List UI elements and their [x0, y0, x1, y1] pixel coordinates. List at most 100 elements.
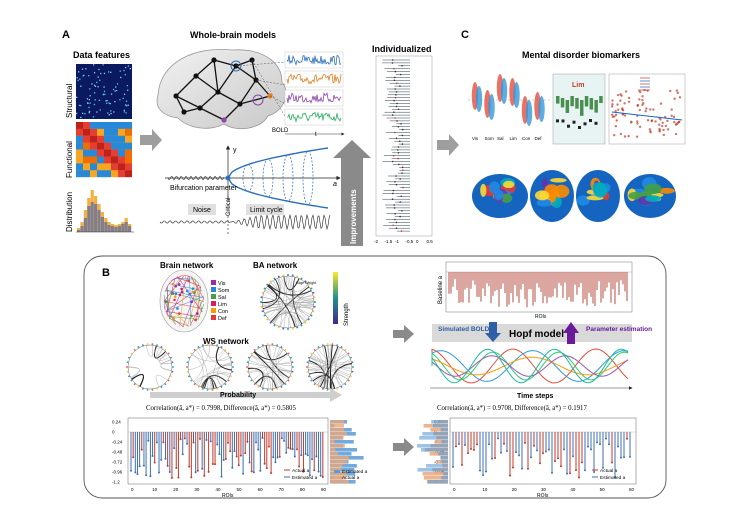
individualized-point — [392, 161, 394, 163]
brain-parcel — [535, 190, 549, 200]
lim-marker — [562, 119, 565, 122]
scatter-point — [679, 96, 681, 98]
estimate-point — [134, 471, 136, 473]
critical-point — [226, 176, 231, 181]
structural-dot — [127, 90, 128, 91]
lim-marker — [578, 126, 581, 129]
ba-node — [296, 276, 298, 278]
structural-dot — [84, 113, 85, 114]
ws-node — [127, 371, 129, 373]
scatter-point — [636, 122, 638, 124]
individualized-point — [392, 225, 394, 227]
structural-dot — [91, 83, 92, 84]
functional-cell — [76, 150, 83, 157]
ws-node — [308, 357, 310, 359]
distribution-histogram — [76, 190, 134, 232]
estimate-point — [238, 464, 240, 466]
ws-network-title: WS network — [203, 337, 249, 346]
brain-topview-node — [187, 279, 190, 282]
individualized-point — [394, 77, 396, 79]
scatter-point — [666, 120, 668, 122]
estimate-ytick: 0.24 — [112, 420, 121, 425]
brain-topview-node — [174, 295, 177, 298]
ba-node — [282, 328, 284, 330]
brain-topview-node — [191, 291, 194, 294]
ws-node — [267, 343, 269, 345]
structural-dot — [125, 112, 126, 113]
scatter-point — [645, 107, 647, 109]
lim-bar — [580, 100, 584, 116]
structural-dot — [107, 112, 108, 113]
estimate-xtick: 10 — [152, 487, 158, 492]
ws-node — [247, 371, 249, 373]
structural-dot — [82, 68, 83, 69]
distribution-bar-overlay — [87, 206, 90, 232]
structural-dot — [110, 72, 111, 73]
functional-cells — [76, 122, 132, 177]
functional-cell — [76, 143, 83, 150]
ws-node — [258, 346, 260, 348]
distribution-bar-overlay — [97, 210, 100, 232]
arrow-to-biomarkers — [437, 134, 459, 156]
estimate-point — [266, 467, 268, 469]
ba-node — [310, 315, 312, 317]
brain-topview-node — [173, 299, 176, 302]
individualized-point — [400, 196, 402, 198]
distribution-bar-overlay — [84, 218, 87, 232]
functional-cell — [83, 136, 90, 143]
ws-node — [134, 383, 136, 385]
individualized-tick-label: -0.5 — [406, 239, 414, 244]
functional-cell — [111, 143, 118, 150]
ws-node — [292, 366, 294, 368]
ws-node — [344, 349, 346, 351]
estimate-point — [587, 446, 589, 448]
histogram-bar-estimated — [426, 464, 448, 468]
ws-node — [230, 375, 232, 377]
functional-cell — [90, 150, 97, 157]
scatter-point — [658, 130, 660, 132]
ws-node — [190, 353, 192, 355]
ws-node — [152, 389, 154, 391]
individualized-point — [400, 123, 402, 125]
estimate-xtick: 80 — [300, 487, 306, 492]
ws-node — [341, 346, 343, 348]
ba-node — [264, 288, 266, 290]
ws-node — [341, 386, 343, 388]
ws-node — [350, 375, 352, 377]
structural-dot — [93, 64, 94, 65]
network-node — [237, 101, 242, 106]
estimate-point — [620, 457, 622, 459]
ws-node — [232, 361, 234, 363]
scatter-point — [676, 89, 678, 91]
bifurcation-parameter-label: Bifurcation parameter — [170, 185, 238, 192]
estimate-point — [281, 437, 283, 439]
estimate-point — [575, 469, 577, 471]
legend-label: Som — [218, 288, 230, 294]
estimate-point — [259, 470, 261, 472]
individualized-point — [401, 65, 403, 67]
functional-cell — [111, 129, 118, 136]
ba-node — [264, 315, 266, 317]
ws-node — [168, 380, 170, 382]
brain-topview-node — [176, 307, 179, 310]
distribution-bar-overlay — [108, 225, 111, 232]
individualized-point — [393, 68, 395, 70]
histogram-bar-actual — [330, 428, 344, 432]
simulated-signal — [432, 349, 628, 383]
ws-node — [250, 353, 252, 355]
scatter-point — [675, 133, 677, 135]
functional-cell — [111, 136, 118, 143]
ws-node — [288, 353, 290, 355]
lim-bar — [594, 100, 598, 113]
estimate-point — [608, 443, 610, 445]
histogram-bar-actual — [330, 432, 347, 436]
bold-label: BOLD — [272, 128, 289, 134]
estimate-point — [132, 456, 134, 458]
brain-topview-node — [186, 290, 189, 293]
ws-node — [147, 343, 149, 345]
estimate-point — [197, 470, 199, 472]
ws-node — [161, 386, 163, 388]
structural-dot — [103, 94, 104, 95]
estimate-xtick: 40 — [570, 487, 576, 492]
ws-node — [318, 346, 320, 348]
